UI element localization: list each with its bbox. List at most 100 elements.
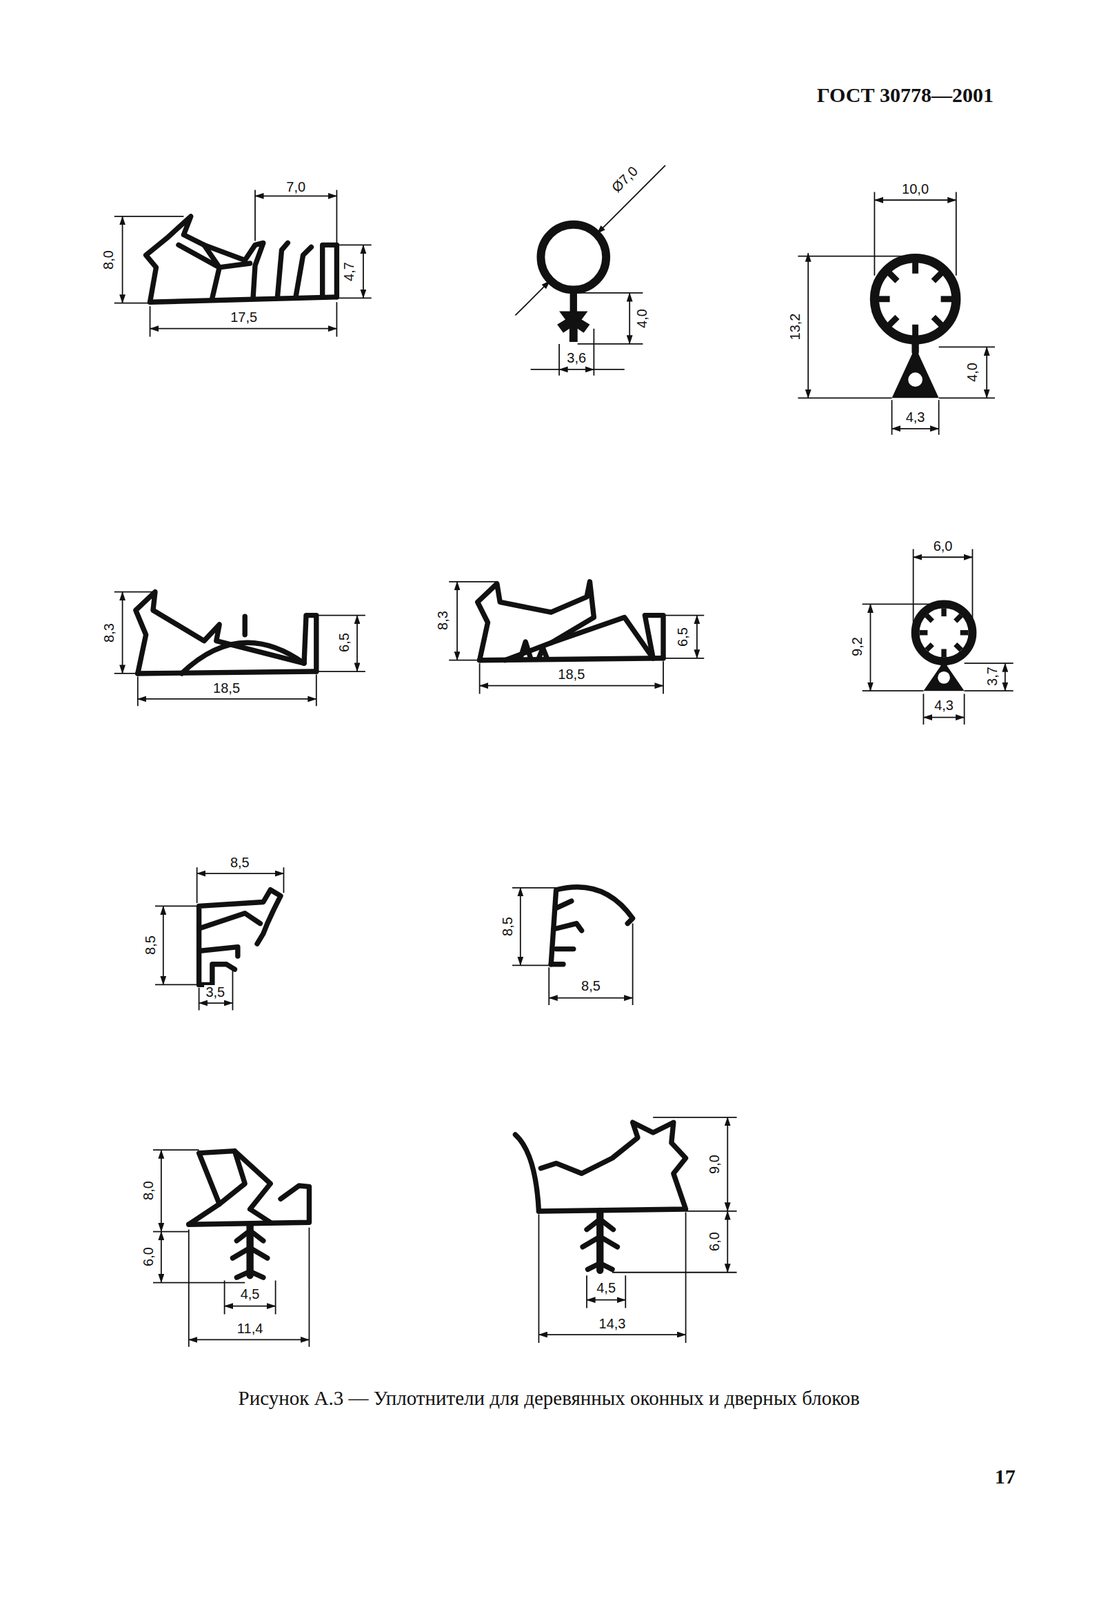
dimension-line	[137, 698, 317, 700]
dimension-value: 4,3	[932, 698, 955, 713]
dimension-value: 8,0	[101, 249, 116, 272]
extension-line	[512, 888, 633, 1006]
seal-profile	[236, 1230, 263, 1242]
dimension-line	[160, 1232, 163, 1284]
extension-line	[797, 191, 995, 435]
dimension-value: 8,5	[500, 915, 515, 938]
dimension-value: 10,0	[900, 182, 931, 196]
seal-profile	[146, 216, 264, 302]
dimension-value: 8,0	[141, 1179, 156, 1202]
seal-profile	[515, 1134, 539, 1212]
seal-profile-solid	[953, 613, 964, 624]
dimension-line	[923, 717, 964, 719]
seal-profile-solid	[919, 630, 929, 635]
seal-profile	[550, 961, 564, 967]
dimension-line	[362, 244, 365, 298]
seal-profile	[570, 290, 578, 312]
extension-line	[153, 1150, 309, 1348]
dimension-value: 13,2	[788, 311, 802, 342]
diameter-line	[515, 280, 550, 316]
seal-profile-solid	[912, 262, 919, 274]
dimension-value: 14,3	[597, 1316, 628, 1331]
seal-profile-solid	[960, 630, 969, 635]
seal-profile	[520, 641, 531, 659]
dimension-value: 6,0	[707, 1230, 722, 1253]
dimension-value: 8,5	[143, 934, 158, 957]
dimension-line	[479, 685, 664, 687]
dimension-line	[913, 556, 973, 558]
dimension-value: 8,3	[435, 609, 450, 632]
page-number: 17	[993, 1466, 1017, 1488]
seal-profile	[644, 615, 664, 659]
dimension-line	[122, 216, 124, 304]
dimension-value: 4,0	[634, 307, 649, 330]
seal-profile	[874, 258, 956, 340]
seal-profile	[540, 224, 607, 291]
dimension-line	[985, 346, 988, 398]
dimension-line	[548, 997, 633, 1000]
seal-profile-solid	[941, 295, 953, 302]
seal-profile-solid	[924, 613, 935, 624]
seal-profile	[915, 603, 973, 662]
dimension-value: 4,5	[595, 1281, 618, 1295]
dimension-line	[224, 1305, 276, 1308]
seal-profile	[188, 1151, 271, 1226]
dimension-value: 6,5	[675, 626, 690, 649]
seal-profile	[295, 246, 311, 296]
extension-line	[448, 581, 704, 695]
profile-hole	[937, 671, 951, 684]
seal-profile	[135, 592, 305, 674]
dimension-line	[559, 368, 594, 371]
dimension-line	[892, 428, 940, 430]
seal-profile-solid	[887, 270, 900, 284]
seal-profile	[538, 1122, 686, 1212]
seal-profile-solid	[878, 295, 890, 302]
dimension-line-tail	[530, 368, 625, 371]
seal-profile	[232, 1247, 267, 1259]
seal-profile-solid	[887, 315, 900, 328]
dimension-line	[160, 1150, 163, 1232]
dimension-value: 3,5	[204, 985, 227, 1000]
dimension-value: Ø7,0	[608, 163, 642, 197]
dimension-line	[870, 603, 872, 691]
dimension-line	[122, 195, 1006, 1340]
seal-profile	[556, 901, 572, 909]
dimension-line	[874, 199, 956, 201]
extension-line	[155, 867, 284, 1011]
diameter-line	[515, 165, 666, 316]
seal-profile	[277, 242, 289, 296]
dimension-value: 18,5	[211, 681, 242, 695]
seal-profile	[199, 890, 281, 986]
dimension-line	[162, 905, 165, 985]
standard-number: ГОСТ 30778—2001	[815, 84, 995, 106]
dimension-line	[122, 592, 124, 674]
seal-profile	[137, 671, 317, 674]
dimension-line	[188, 1339, 310, 1342]
seal-profile-solid	[941, 608, 946, 617]
seal-profile	[505, 617, 654, 661]
dimension-value: 9,0	[707, 1153, 722, 1176]
dimension-line	[356, 615, 358, 672]
seal-profile	[199, 913, 261, 929]
extension-line	[114, 592, 366, 707]
seal-profile	[204, 244, 251, 268]
dimension-value: 4,3	[904, 410, 927, 425]
seal-profile-solid	[923, 661, 964, 691]
dimension-value: 8,3	[102, 621, 116, 644]
extension-line	[114, 189, 1014, 1347]
dimension-line-tail	[530, 368, 625, 371]
seal-profile-solid	[912, 324, 919, 336]
seal-profile	[242, 616, 248, 635]
extension-line	[559, 293, 643, 376]
dimension-line	[628, 293, 631, 345]
seal-profile	[135, 216, 973, 1278]
seal-profile-solid	[892, 346, 940, 398]
seal-profile-solid	[924, 642, 935, 653]
seal-profile-solid	[878, 262, 953, 337]
dimension-value: 11,4	[235, 1321, 265, 1336]
dimension-value: 6,5	[337, 632, 351, 655]
seal-profile-solid	[931, 315, 944, 328]
seal-profile	[556, 946, 574, 952]
dimension-value: 8,5	[579, 979, 602, 993]
